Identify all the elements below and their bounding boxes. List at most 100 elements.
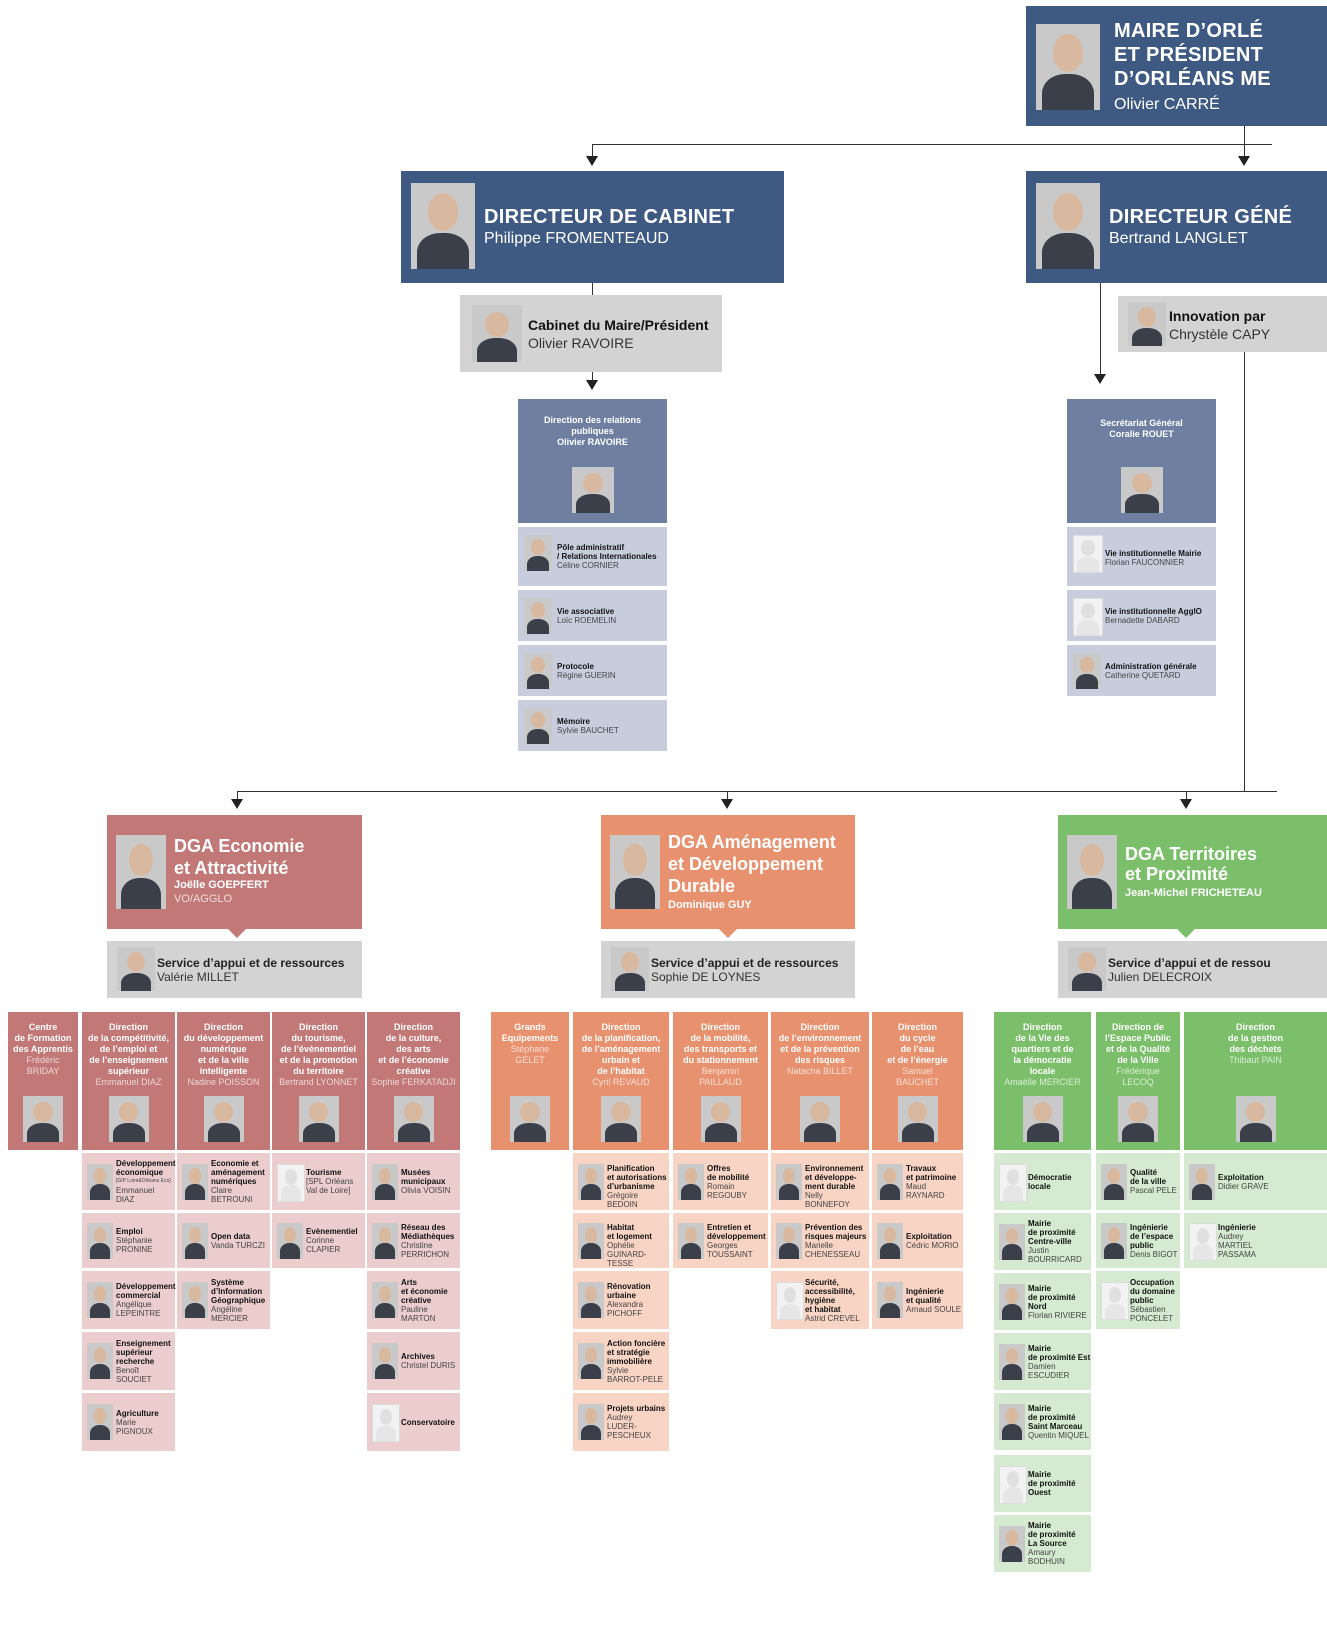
- card-title: public: [1130, 1295, 1154, 1305]
- card-name: GUINARD-TESSE: [607, 1249, 647, 1268]
- direction-head-name: Frédérique: [1116, 1066, 1160, 1076]
- card-title: développement: [707, 1231, 766, 1241]
- direction-label-line: du territoire: [293, 1066, 344, 1076]
- cabinet-director-photo: [411, 183, 475, 269]
- dga-territoires-name: Jean-Michel FRICHETEAU: [1125, 887, 1262, 899]
- card-title: Planification: [607, 1163, 655, 1173]
- drp-photo: [572, 467, 614, 513]
- person-photo: [1073, 598, 1103, 636]
- person-photo: [1073, 535, 1103, 573]
- card-name: BARROT-PELE: [607, 1374, 664, 1384]
- person-photo: [277, 1163, 305, 1202]
- sg-photo: [1121, 467, 1163, 513]
- dga-amenagement-name: Dominique GUY: [668, 899, 752, 911]
- card-name: TOUSSAINT: [707, 1249, 753, 1259]
- card-name: Alexandra: [607, 1300, 644, 1309]
- direction-label-line: et de l’énergie: [887, 1055, 948, 1065]
- person-photo: [277, 1222, 303, 1259]
- card-title: de proximité: [1028, 1412, 1076, 1422]
- maire-name: Olivier CARRÉ: [1114, 96, 1220, 113]
- card-title: et économie: [401, 1286, 448, 1296]
- card-title: Entretien et: [707, 1222, 752, 1232]
- person-photo: [999, 1403, 1025, 1440]
- card-title: Conservatoire: [401, 1417, 455, 1427]
- card-title: Exploitation: [906, 1231, 952, 1241]
- person-photo: [578, 1282, 604, 1318]
- direction-label-line: du stationnement: [682, 1055, 758, 1065]
- sub-title: Administration générale: [1105, 662, 1197, 671]
- card-title: et patrimoine: [906, 1172, 957, 1182]
- direction-label-line: l’Espace Public: [1104, 1033, 1172, 1043]
- card-title: et stratégie: [607, 1347, 650, 1357]
- card-name: CHENESSEAU: [805, 1249, 861, 1259]
- direction-label-line: et de la prévention: [780, 1044, 860, 1054]
- sg-box: Secrétariat Général Coralie ROUET: [1067, 399, 1216, 523]
- person-photo: [87, 1404, 113, 1440]
- person-photo: [1073, 653, 1101, 689]
- connector-line: [237, 791, 238, 801]
- card-name: Cédric MORIO: [906, 1240, 959, 1250]
- card-name: PICHOFF: [607, 1309, 643, 1318]
- dga-territoires-title1: DGA Territoires: [1125, 844, 1258, 864]
- person-photo: [999, 1163, 1027, 1202]
- card-title: d’Information: [211, 1286, 263, 1296]
- arrow-down-icon: [1238, 156, 1250, 166]
- person-photo: [87, 1282, 113, 1318]
- sub-name: Céline CORNIER: [557, 561, 619, 570]
- service-appui-territoires: Service d’appui et de ressou Julien DELE…: [1058, 941, 1327, 998]
- card-name: Arnaud SOULE: [906, 1304, 962, 1314]
- card-name: LUDER-: [607, 1422, 637, 1431]
- pointer-icon: [719, 929, 737, 938]
- dga-economie-box: DGA Economie et Attractivité Joëlle GOEP…: [107, 815, 362, 929]
- card-name: REGOUBY: [707, 1190, 748, 1200]
- card-name: Romain: [707, 1181, 735, 1191]
- card-title: Ingénierie: [1218, 1222, 1256, 1232]
- direction-label-line: Equipements: [501, 1033, 559, 1043]
- person-photo: [678, 1163, 704, 1200]
- card-title: Mairie: [1028, 1343, 1052, 1353]
- card-title: Qualité: [1130, 1168, 1158, 1177]
- direction-head-name: Amaëlle MERCIER: [1004, 1077, 1081, 1087]
- card-name: Benoît: [116, 1365, 140, 1375]
- card-title: de la ville: [1130, 1177, 1167, 1186]
- pointer-icon: [1177, 929, 1195, 938]
- card-name: Christine: [401, 1240, 433, 1250]
- person-photo: [1101, 1163, 1127, 1200]
- sub-title: Pôle administratif: [557, 543, 625, 552]
- card-title: Système: [211, 1277, 244, 1287]
- direction-label-line: et de la ville: [197, 1055, 250, 1065]
- card-title: accessibilité,: [805, 1286, 855, 1296]
- card-title: de proximité: [1028, 1530, 1076, 1539]
- card-name: Maud: [906, 1181, 927, 1191]
- cabinet-director-title: DIRECTEUR DE CABINET: [484, 206, 735, 228]
- drp-sub-item: Pôle administratif/ Relations Internatio…: [518, 527, 667, 586]
- person-photo: [182, 1163, 208, 1200]
